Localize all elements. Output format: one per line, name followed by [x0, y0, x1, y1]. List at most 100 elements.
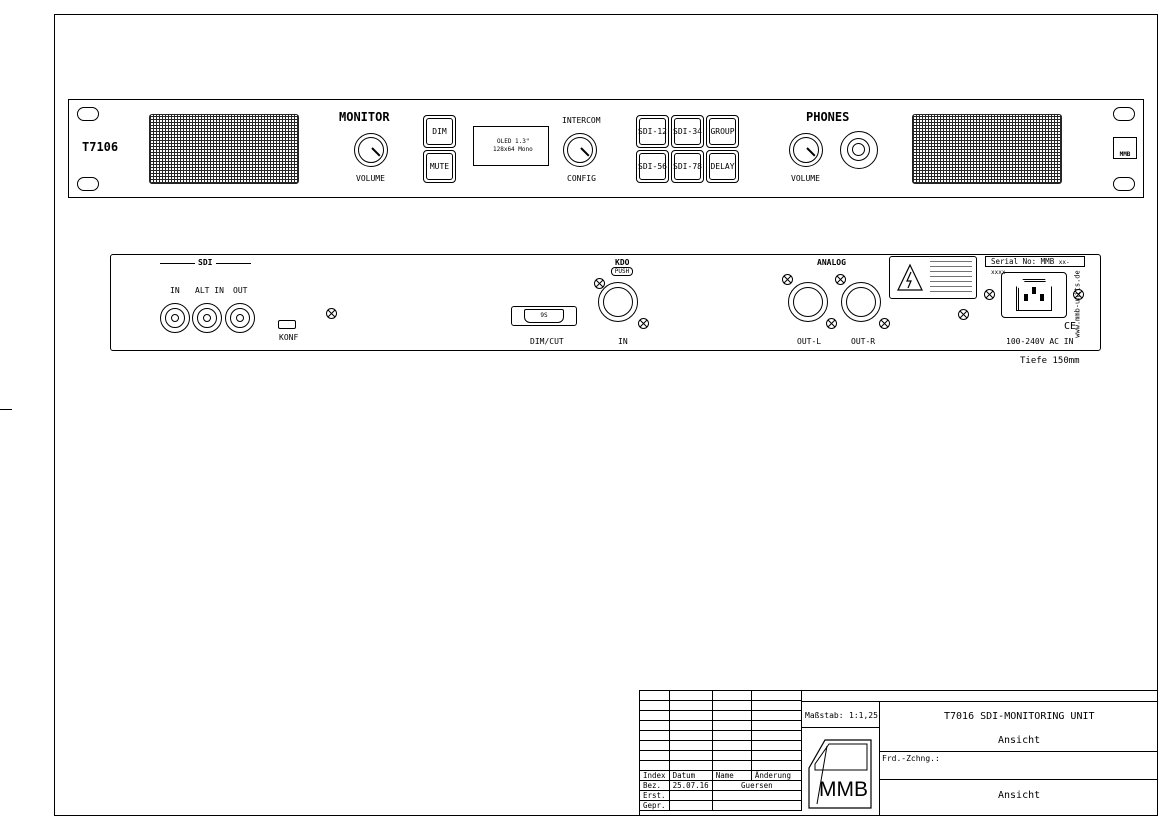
- bez-date: 25.07.16: [668, 780, 713, 791]
- phones-volume-knob[interactable]: [789, 133, 823, 167]
- erst-label: Erst.: [639, 790, 670, 801]
- bez-name: Guersen: [711, 780, 803, 791]
- bnc-out-connector[interactable]: [225, 303, 255, 333]
- website-label: www.mmb-units.de: [1073, 270, 1082, 338]
- drawing-frame: [54, 14, 1158, 816]
- bnc-in-connector[interactable]: [160, 303, 190, 333]
- group-button[interactable]: GROUP: [706, 115, 739, 148]
- screw-icon: [835, 274, 846, 285]
- titleblock-h2: [802, 727, 879, 728]
- screw-icon: [879, 318, 890, 329]
- view-label: Ansicht: [998, 790, 1041, 801]
- rack-hole-top-right: [1113, 107, 1135, 121]
- display-line2: 128x64 Mono: [493, 146, 533, 153]
- serial-value: xx-xxxx: [991, 259, 1070, 276]
- mmb-logo-text: MMB: [819, 778, 868, 801]
- kdo-title: KDO: [615, 258, 630, 267]
- revision-table: Index Datum Name Änderung Bez. 25.07.16 …: [639, 690, 803, 811]
- sdi-title: SDI: [198, 258, 213, 267]
- mmb-logo-mark: [808, 739, 872, 809]
- monitor-volume-label: VOLUME: [356, 174, 385, 183]
- out-l-label: OUT-L: [797, 337, 822, 346]
- phones-volume-label: VOLUME: [791, 174, 820, 183]
- titleblock-v1: [879, 701, 880, 816]
- bnc-out-label: OUT: [233, 286, 248, 295]
- margin-tick: [0, 409, 12, 410]
- sdi-56-button[interactable]: SDI-56: [636, 150, 669, 183]
- header-index: Index: [639, 770, 670, 781]
- out-r-xlr-connector[interactable]: [841, 282, 881, 322]
- scale-value: 1:1,25: [849, 711, 878, 720]
- screw-icon: [594, 278, 605, 289]
- screw-icon: [1073, 289, 1084, 300]
- display-line1: OLED 1.3": [497, 138, 530, 145]
- rack-hole-top-left: [77, 107, 99, 121]
- serial-label: Serial No: MMB: [991, 257, 1055, 266]
- mute-button[interactable]: MUTE: [423, 150, 456, 183]
- config-knob[interactable]: [563, 133, 597, 167]
- model-label: T7106: [82, 140, 119, 154]
- sub-d-shell: 9S: [524, 309, 564, 323]
- bnc-alt-in-label: ALT IN: [195, 286, 224, 295]
- header-datum: Datum: [668, 770, 713, 781]
- header-name: Name: [711, 770, 752, 781]
- usb-konf-port[interactable]: [278, 320, 296, 329]
- warning-label: [889, 256, 977, 299]
- phones-title: PHONES: [806, 110, 850, 124]
- mmb-logo: MMB: [807, 738, 873, 810]
- push-badge: PUSH: [611, 267, 633, 276]
- rear-panel: [110, 254, 1101, 351]
- rack-hole-bottom-left: [77, 177, 99, 191]
- speaker-grille-left: [149, 114, 299, 184]
- out-l-xlr-connector[interactable]: [788, 282, 828, 322]
- sdi-34-button[interactable]: SDI-34: [671, 115, 704, 148]
- bez-label: Bez.: [639, 780, 670, 791]
- dim-button[interactable]: DIM: [423, 115, 456, 148]
- sdi-line-right: [216, 263, 251, 264]
- sdi-12-button[interactable]: SDI-12: [636, 115, 669, 148]
- intercom-label: INTERCOM: [562, 116, 601, 125]
- config-label: CONFIG: [567, 174, 596, 183]
- warning-text-lines: [930, 261, 972, 295]
- out-r-label: OUT-R: [851, 337, 876, 346]
- scale-label: Maßstab:: [805, 711, 844, 720]
- drawing-subtitle: Ansicht: [998, 735, 1041, 746]
- bnc-in-label: IN: [170, 286, 180, 295]
- speaker-grille-right: [912, 114, 1062, 184]
- front-logo: MMB: [1113, 137, 1137, 159]
- header-aenderung: Änderung: [750, 770, 803, 781]
- headphone-jack[interactable]: [840, 131, 878, 169]
- delay-button[interactable]: DELAY: [706, 150, 739, 183]
- rack-hole-bottom-right: [1113, 177, 1135, 191]
- screw-icon: [326, 308, 337, 319]
- monitor-title: MONITOR: [339, 110, 390, 124]
- serial-number-box: Serial No: MMB xx-xxxx: [985, 256, 1085, 276]
- monitor-volume-knob[interactable]: [354, 133, 388, 167]
- oled-display: [473, 126, 549, 166]
- sdi-78-button[interactable]: SDI-78: [671, 150, 704, 183]
- dim-cut-label: DIM/CUT: [530, 337, 564, 346]
- titleblock-h3: [879, 751, 1158, 752]
- high-voltage-warning-icon: [897, 263, 923, 291]
- kdo-in-label: IN: [618, 337, 628, 346]
- drawing-title: T7016 SDI-MONITORING UNIT: [944, 711, 1095, 722]
- iec-power-inlet[interactable]: [1001, 272, 1067, 318]
- front-panel: [68, 99, 1144, 198]
- titleblock-h1: [802, 701, 1158, 702]
- ac-in-label: 100-240V AC IN: [1006, 337, 1074, 346]
- konf-label: KONF: [279, 333, 299, 342]
- frd-label: Frd.-Zchng.:: [882, 754, 940, 763]
- dim-cut-connector[interactable]: 9S: [511, 306, 577, 326]
- ce-mark: CE: [1064, 321, 1077, 332]
- kdo-xlr-connector[interactable]: [598, 282, 638, 322]
- gepr-label: Gepr.: [639, 800, 670, 811]
- titleblock-h4: [879, 779, 1158, 780]
- bnc-alt-in-connector[interactable]: [192, 303, 222, 333]
- screw-icon: [984, 289, 995, 300]
- screw-icon: [826, 318, 837, 329]
- sdi-line-left: [160, 263, 195, 264]
- depth-note: Tiefe 150mm: [1020, 356, 1080, 366]
- screw-icon: [782, 274, 793, 285]
- analog-title: ANALOG: [817, 258, 846, 267]
- screw-icon: [638, 318, 649, 329]
